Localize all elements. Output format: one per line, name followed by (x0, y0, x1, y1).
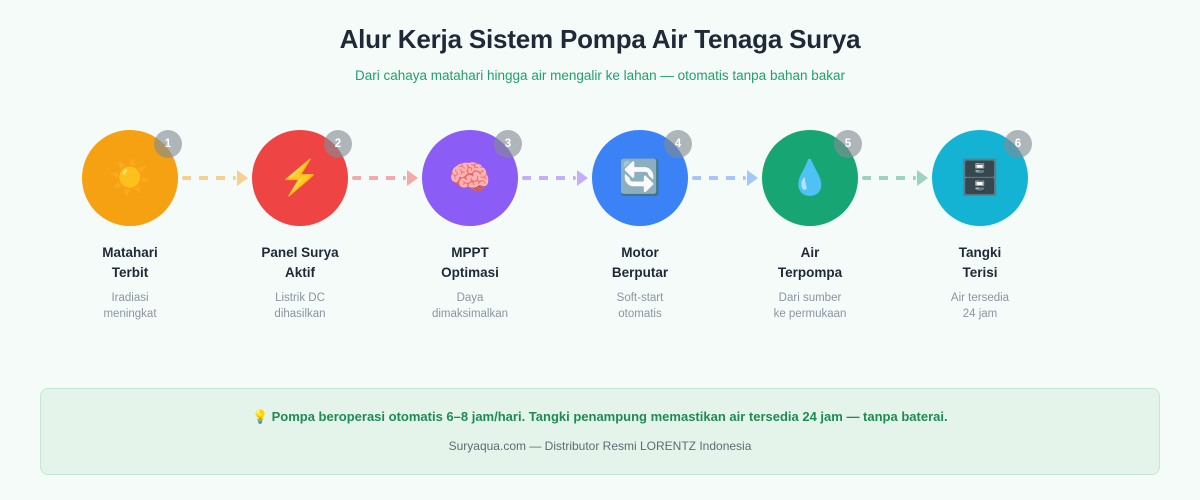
light-bulb-icon: 💡 (252, 409, 269, 424)
step-description-line2: dihasilkan (274, 307, 326, 320)
step-circle-wrap: 💧5 (762, 130, 862, 226)
step-label-line1: Air (800, 245, 820, 260)
file-cabinet-icon: 🗄️ (958, 159, 1002, 197)
step-description-line2: otomatis (618, 307, 662, 320)
connector-arrowhead-icon (237, 170, 248, 186)
step-description: Air tersedia 24 jam (900, 291, 1060, 322)
page-subtitle: Dari cahaya matahari hingga air mengalir… (354, 68, 846, 84)
flow-connector (182, 170, 248, 186)
flow-connector (862, 170, 928, 186)
step-label-line2: Terisi (962, 264, 998, 280)
step-circle-wrap: ⚡2 (252, 130, 352, 226)
step-label-line2: Berputar (611, 264, 669, 280)
step-label-line1: Motor (621, 245, 659, 260)
connector-dashed-line (352, 176, 406, 180)
step-number-badge: 6 (1004, 130, 1032, 158)
step-description: Daya dimaksimalkan (390, 291, 550, 322)
step-label-line1: Panel Surya (261, 245, 339, 260)
page-title: Alur Kerja Sistem Pompa Air Tenaga Surya (339, 24, 861, 54)
step-description-line2: meningkat (103, 307, 157, 320)
step-description-line1: Iradiasi (111, 292, 149, 305)
flow-connector (522, 170, 588, 186)
step-number-badge: 3 (494, 130, 522, 158)
step-description-line1: Air tersedia (950, 292, 1010, 305)
step-label: MPPT Optimasi (390, 243, 550, 282)
step-description-line1: Listrik DC (275, 292, 325, 305)
step-label-line1: Matahari (102, 245, 158, 260)
connector-dashed-line (692, 176, 746, 180)
lightning-bolt-icon: ⚡ (278, 159, 322, 197)
step-description: Dari sumber ke permukaan (730, 291, 890, 322)
flow-connector (692, 170, 758, 186)
step-circle-wrap: 🧠3 (422, 130, 522, 226)
callout-main-label: Pompa beroperasi otomatis 6–8 jam/hari. … (271, 409, 948, 424)
step-number-badge: 5 (834, 130, 862, 158)
step-description: Iradiasi meningkat (50, 291, 210, 322)
step-number-badge: 1 (154, 130, 182, 158)
flow-connector (352, 170, 418, 186)
step-label-line2: Terpompa (777, 264, 843, 280)
step-description-line2: dimaksimalkan (431, 307, 509, 320)
step-label-line1: MPPT (451, 245, 489, 260)
step-description: Soft-start otomatis (560, 291, 720, 322)
step-description-line1: Soft-start (616, 292, 664, 305)
callout-box: 💡Pompa beroperasi otomatis 6–8 jam/hari.… (40, 388, 1160, 476)
step-number-badge: 2 (324, 130, 352, 158)
step-number-badge: 4 (664, 130, 692, 158)
step-description-line1: Daya (456, 292, 484, 305)
connector-dashed-line (862, 176, 916, 180)
step-description: Listrik DC dihasilkan (220, 291, 380, 322)
step-label-line2: Terbit (111, 264, 149, 280)
step-label-line2: Optimasi (441, 264, 499, 280)
header: Alur Kerja Sistem Pompa Air Tenaga Surya… (0, 0, 1200, 85)
repeat-arrows-icon: 🔄 (618, 159, 662, 197)
step-description-line1: Dari sumber (778, 292, 842, 305)
step-description-line2: 24 jam (962, 307, 998, 320)
step-circle[interactable]: ☀️ (82, 130, 178, 226)
sun-icon: ☀️ (108, 159, 152, 197)
water-droplet-icon: 💧 (788, 159, 832, 197)
step-circle-wrap: ☀️1 (82, 130, 182, 226)
callout-main-text: 💡Pompa beroperasi otomatis 6–8 jam/hari.… (61, 408, 1139, 426)
connector-arrowhead-icon (407, 170, 418, 186)
step-circle-wrap: 🔄4 (592, 130, 692, 226)
callout-sub-text: Suryaqua.com — Distributor Resmi LORENTZ… (448, 438, 752, 453)
step-description-line2: ke permukaan (773, 307, 847, 320)
step-circle[interactable]: ⚡ (252, 130, 348, 226)
step-label-line2: Aktif (285, 264, 315, 280)
connector-arrowhead-icon (917, 170, 928, 186)
step-label-line1: Tangki (958, 245, 1002, 260)
connector-arrowhead-icon (747, 170, 758, 186)
connector-dashed-line (522, 176, 576, 180)
brain-icon: 🧠 (448, 159, 492, 197)
connector-dashed-line (182, 176, 236, 180)
connector-arrowhead-icon (577, 170, 588, 186)
step-circle-wrap: 🗄️6 (932, 130, 1032, 226)
